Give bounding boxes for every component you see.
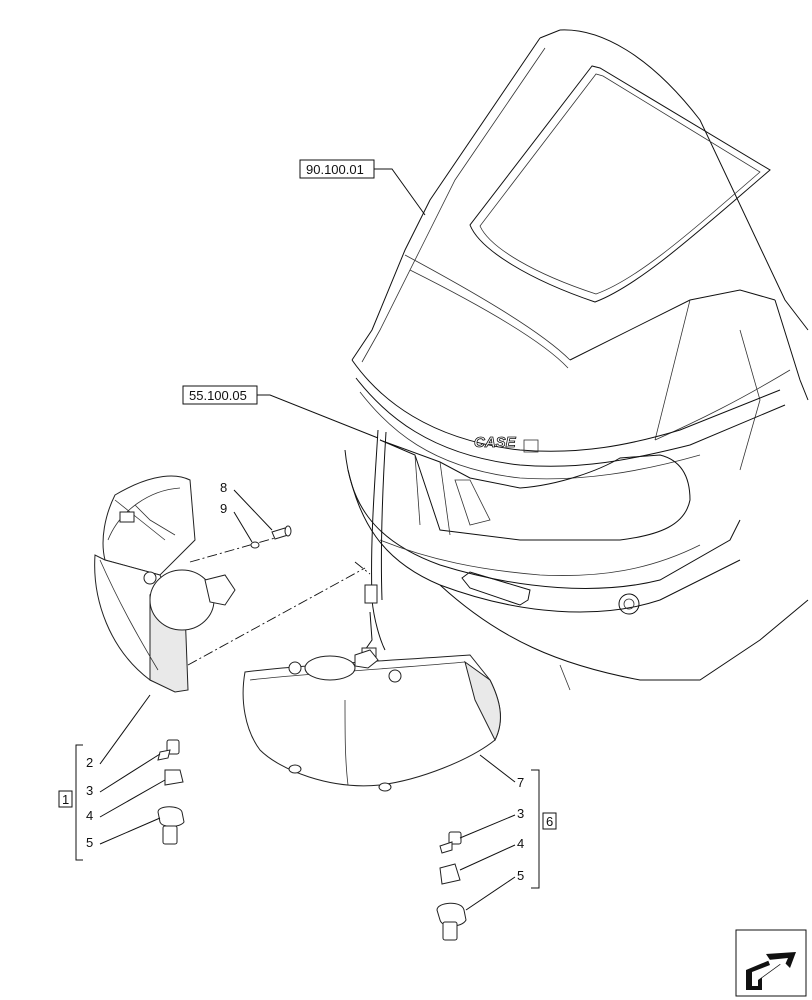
callout-8: 8 [220, 480, 227, 495]
screw-part [271, 525, 292, 540]
bulb-left-2 [157, 739, 180, 761]
reference-hood[interactable]: 90.100.01 [299, 159, 375, 179]
group-6-label: 6 [546, 814, 553, 829]
reference-hood-label: 90.100.01 [306, 162, 364, 177]
reference-harness-label: 55.100.05 [189, 388, 247, 403]
arrow-icon[interactable] [735, 929, 807, 997]
socket-left [157, 806, 185, 845]
callout-7: 7 [517, 775, 524, 790]
tractor-hood: CASE [344, 29, 809, 691]
callout-right-3: 3 [517, 806, 524, 821]
bulb-right-4 [439, 863, 461, 885]
callout-right-4: 4 [517, 836, 524, 851]
callout-left-4: 4 [86, 808, 93, 823]
socket-right [436, 902, 467, 941]
headlamp-right [242, 649, 501, 792]
nut-part [250, 541, 260, 549]
callout-left-2: 2 [86, 755, 93, 770]
alignment-lines [187, 537, 371, 666]
group-1-label: 1 [62, 792, 69, 807]
reference-harness[interactable]: 55.100.05 [182, 385, 258, 405]
callout-left-3: 3 [86, 783, 93, 798]
callout-9: 9 [220, 501, 227, 516]
bulb-left-3 [164, 769, 184, 786]
group-1-bracket: 1 [58, 744, 83, 861]
callout-right-5: 5 [517, 868, 524, 883]
brand-logo: CASE [474, 434, 517, 451]
group-6-bracket: 6 [531, 769, 557, 889]
callout-left-5: 5 [86, 835, 93, 850]
headlamp-left [94, 475, 236, 693]
bulb-right-3 [439, 831, 462, 854]
